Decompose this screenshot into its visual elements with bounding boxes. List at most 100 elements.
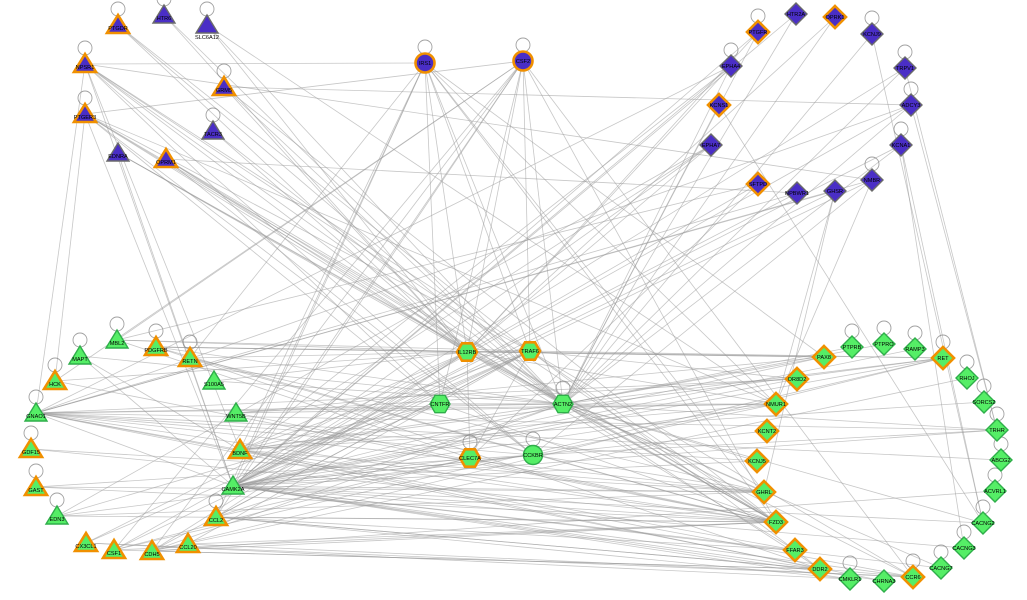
edge-CCKBR-GNAO1 [35, 412, 534, 456]
node-OPRM1[interactable] [152, 146, 180, 169]
edge-GDF15-FZD3 [30, 448, 777, 523]
edge-OPRK1-IL12RB [466, 16, 836, 353]
node-RET[interactable] [930, 345, 956, 371]
node-RHOJ[interactable] [955, 366, 979, 390]
node-CACNG7[interactable] [929, 556, 953, 580]
node-PTGDR[interactable] [104, 12, 132, 35]
edge-TRAF6-DDR2 [529, 350, 821, 570]
node-EDN3[interactable] [44, 504, 70, 525]
node-PTGFR[interactable] [745, 19, 771, 45]
edge-KCNS1-CACNG2 [718, 104, 984, 524]
edge-KCNJ9-CACNG2 [871, 33, 984, 524]
node-TRPV1[interactable] [893, 56, 917, 80]
node-HTR2A[interactable] [784, 2, 808, 26]
node-PAX8[interactable] [811, 344, 837, 370]
node-SORCS2[interactable] [972, 390, 996, 414]
node-NPBWR1[interactable] [785, 181, 809, 205]
node-IRS1[interactable] [414, 52, 436, 74]
node-SLC6A12[interactable] [194, 13, 220, 34]
edge-CCL2-DDR2 [215, 516, 821, 570]
node-EPHA4[interactable] [719, 54, 743, 78]
edge-RETN-GHRL [189, 357, 765, 493]
edge-NPSR1-FZD3 [84, 63, 777, 523]
node-PTPRO[interactable] [872, 332, 896, 356]
node-EPHA7[interactable] [699, 133, 723, 157]
node-OPRK1[interactable] [822, 4, 848, 30]
node-GDF15[interactable] [17, 436, 45, 459]
node-HTR6[interactable] [151, 3, 177, 24]
node-RETN[interactable] [176, 345, 204, 368]
node-S100A5[interactable] [201, 369, 227, 390]
node-GRM5[interactable] [210, 74, 238, 97]
node-NPSR1[interactable] [71, 51, 99, 74]
edge-CDH5-ACVRL1 [151, 490, 996, 552]
node-BDNF[interactable] [226, 437, 254, 460]
edge-WNT5B-NMUR1 [235, 403, 777, 414]
node-CCL2[interactable] [202, 504, 230, 527]
node-ADCY3[interactable] [899, 93, 923, 117]
node-MBL2[interactable] [104, 328, 130, 349]
edge-TRAF6-CLEC7A [469, 350, 531, 459]
node-CDH5[interactable] [138, 538, 166, 561]
edge-OPRM1-NPBWR1 [165, 158, 798, 194]
node-CACNG2[interactable] [971, 511, 995, 535]
edge-KCNA1-ACTN2 [562, 144, 902, 405]
node-WNT5B[interactable] [223, 401, 249, 422]
node-KCNJ9[interactable] [860, 22, 884, 46]
edge-CSF2-CSF1 [113, 60, 524, 551]
node-KCNJ5[interactable] [744, 448, 770, 474]
node-GAST[interactable] [22, 474, 50, 497]
node-ACTN2[interactable] [552, 394, 574, 414]
node-PDGFRB[interactable] [142, 334, 170, 357]
node-ACVRL1[interactable] [983, 479, 1007, 503]
edge-IL12RB-CLEC7A [466, 351, 471, 459]
node-FZD3[interactable] [763, 509, 789, 535]
node-GHRL[interactable] [751, 479, 777, 505]
node-KCNT2[interactable] [754, 418, 780, 444]
node-SFTPD[interactable] [745, 171, 771, 197]
node-CCL20[interactable] [174, 531, 202, 554]
edge-ACTN2-BDNF [239, 403, 564, 451]
edge-PDGFRB-DDR2 [155, 346, 821, 570]
node-CHRNA3[interactable] [872, 569, 896, 593]
node-GHSR[interactable] [823, 179, 847, 203]
edge-NPSR1-IL12RB [84, 63, 468, 353]
node-DDR2[interactable] [807, 556, 833, 582]
node-ABCG2[interactable] [989, 448, 1013, 472]
edge-PTGER3-CSF2 [84, 60, 524, 115]
node-TRHR[interactable] [985, 418, 1009, 442]
node-CMKLR1[interactable] [838, 567, 862, 591]
node-FFAR3[interactable] [782, 537, 808, 563]
node-CLEC7A[interactable] [458, 447, 482, 469]
node-TRAF6[interactable] [518, 340, 542, 362]
node-MAPT[interactable] [67, 344, 93, 365]
node-IL12RB[interactable] [455, 341, 479, 363]
node-CX3CL1[interactable] [72, 530, 100, 553]
node-CSF2[interactable] [512, 50, 534, 72]
node-KCNA1[interactable] [889, 133, 913, 157]
node-KCNS1[interactable] [706, 92, 732, 118]
node-CAMK2A[interactable] [220, 474, 246, 495]
node-TACR3[interactable] [200, 119, 226, 140]
node-HCK[interactable] [41, 368, 69, 391]
node-GNAO1[interactable] [23, 401, 49, 422]
edge-IRS1-RETN [189, 62, 426, 359]
node-NMUR1[interactable] [763, 391, 789, 417]
node-OR8D2[interactable] [784, 366, 810, 392]
self-loop-CSF2 [515, 37, 531, 53]
node-CACNG3[interactable] [952, 536, 976, 560]
node-CCR6[interactable] [900, 564, 926, 590]
node-RAMP3[interactable] [903, 337, 927, 361]
node-NMBR[interactable] [860, 168, 884, 192]
edge-CAMK2A-CACNG2 [232, 485, 984, 524]
node-CSF1[interactable] [100, 537, 128, 560]
node-CCKBR[interactable] [522, 444, 544, 466]
node-PTGER3[interactable] [71, 101, 99, 124]
edge-PTGER3-NMUR1 [84, 113, 777, 405]
node-PTPRB[interactable] [840, 335, 864, 359]
node-CNTFR[interactable] [429, 394, 451, 414]
node-EDNRA[interactable] [105, 141, 131, 162]
edge-GDF15-GHRL [30, 448, 765, 493]
